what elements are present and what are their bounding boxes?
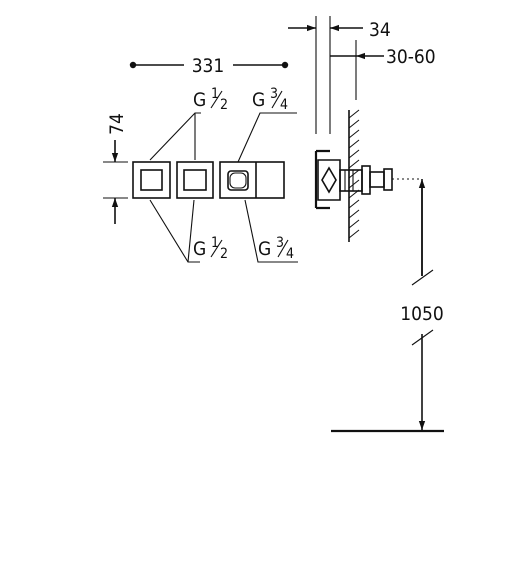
height-dimension-label: 74: [106, 113, 128, 135]
connection-top-left: G 1 2: [193, 86, 228, 113]
wall-section: [348, 109, 360, 242]
svg-text:4: 4: [286, 246, 294, 262]
svg-text:1: 1: [211, 235, 219, 251]
connection-top-right: G 3 4: [252, 86, 288, 113]
mount-height-dimension: 1050: [331, 179, 444, 433]
svg-text:G: G: [193, 238, 206, 260]
svg-text:G: G: [252, 89, 265, 111]
svg-text:2: 2: [220, 246, 228, 262]
svg-text:G: G: [193, 89, 206, 111]
mount-height-label: 1050: [400, 303, 444, 325]
svg-text:4: 4: [280, 97, 288, 113]
connection-bottom-right: G 3 4: [258, 235, 294, 262]
side-view-valve: [314, 149, 422, 210]
diverter-plate: [219, 161, 285, 199]
svg-text:3: 3: [270, 86, 278, 102]
width-dimension-label: 331: [192, 55, 225, 77]
wall-gap-dimension: 34: [288, 16, 391, 134]
connection-bottom-left: G 1 2: [193, 235, 228, 262]
svg-text:3: 3: [276, 235, 284, 251]
left-valve: [132, 161, 171, 199]
svg-text:1: 1: [211, 86, 219, 102]
svg-text:2: 2: [220, 97, 228, 113]
wall-range-label: 30-60: [386, 46, 436, 68]
connection-leaders: [149, 112, 298, 263]
svg-text:G: G: [258, 238, 271, 260]
middle-valve: [176, 161, 214, 199]
front-view: [132, 161, 285, 199]
wall-gap-label: 34: [369, 19, 391, 41]
wall-range-dimension: 30-60: [330, 40, 436, 100]
height-dimension: 74: [103, 113, 128, 224]
width-dimension: 331: [129, 55, 289, 77]
